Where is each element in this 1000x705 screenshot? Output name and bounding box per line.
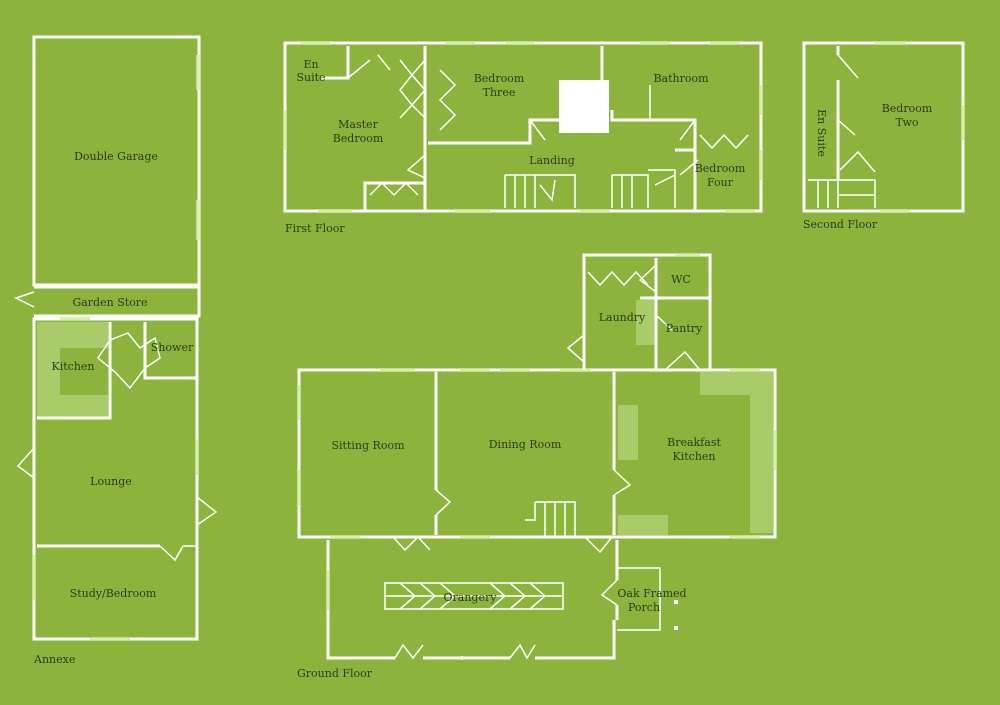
ground-floor-label: Ground Floor [297,667,373,680]
garden-store-label: Garden Store [72,296,147,309]
shower-label: Shower [151,341,194,354]
service-wing-walls [582,253,712,370]
breakfast-kitchen-worktop [700,372,773,533]
first-floor-label: First Floor [285,222,345,235]
dining-room-label: Dining Room [489,438,562,451]
study-bedroom-label: Study/Bedroom [70,587,157,600]
stairwell-void [559,80,609,133]
second-floor-label: Second Floor [803,218,878,231]
en-suite-2-label: En Suite [815,109,828,157]
annexe-kitchen-label: Kitchen [52,360,95,373]
laundry-label: Laundry [599,311,646,324]
pantry-label: Pantry [666,322,703,335]
lounge-label: Lounge [90,475,132,488]
ground-floor-plan: Ground Floor Sitting Room Dining Room Br… [297,253,777,680]
orangery-label: Orangery [444,591,498,604]
double-garage-label: Double Garage [74,150,158,163]
wc-label: WC [671,273,691,286]
landing-label: Landing [529,154,575,167]
annexe-kitchen-worktop [37,322,108,418]
garden-store-walls [34,285,201,318]
double-garage-walls [32,35,201,287]
annexe-plan: Annexe Double Garage Garden Store Kitche… [14,35,218,666]
annexe-label: Annexe [33,653,75,666]
bathroom-label: Bathroom [653,72,709,85]
sitting-room-label: Sitting Room [332,439,406,452]
